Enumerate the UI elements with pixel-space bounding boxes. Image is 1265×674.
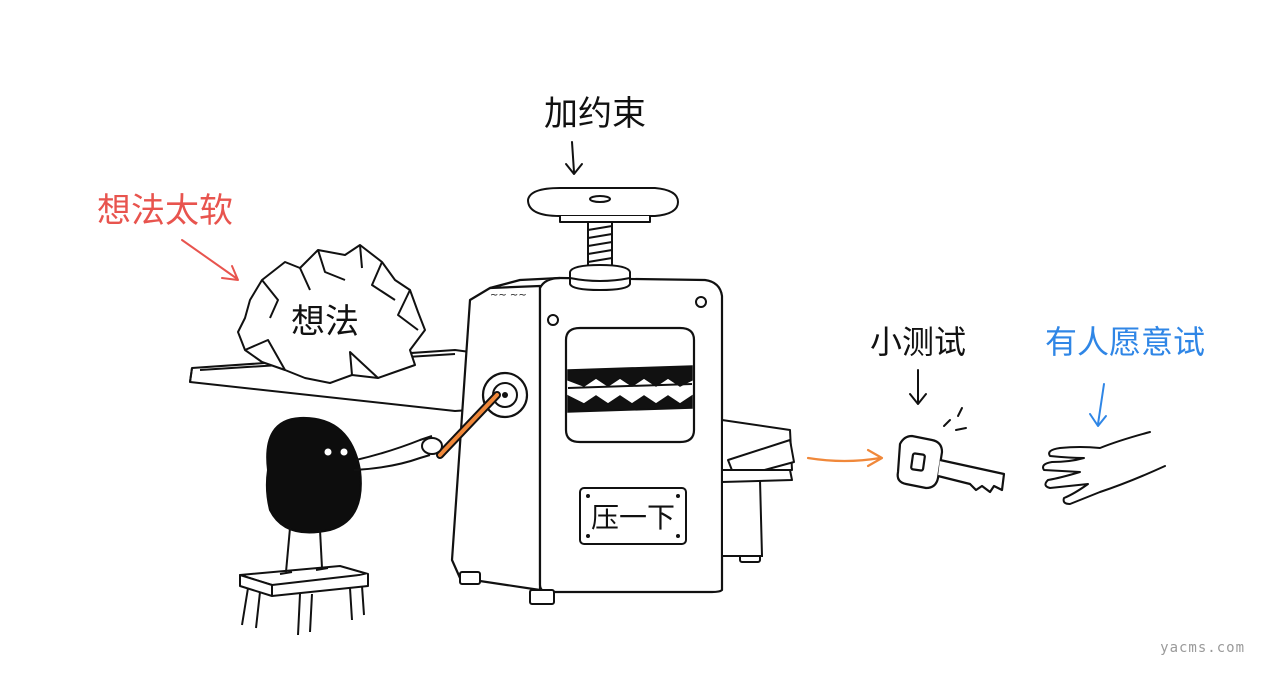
down-arrow-icon	[1089, 383, 1107, 427]
add-constraints-label: 加约束	[544, 94, 646, 134]
small-test-label: 小测试	[870, 323, 966, 361]
down-arrow-icon	[565, 141, 583, 175]
stool	[239, 565, 369, 636]
plate-rivet	[586, 494, 590, 498]
key-shine	[943, 407, 967, 431]
output-chute	[721, 419, 795, 483]
open-hand-icon	[1042, 431, 1166, 505]
someone-willing-label: 有人愿意试	[1045, 323, 1205, 361]
idea-too-soft-label: 想法太软	[97, 191, 233, 231]
machine-scribble: ~~ ~~	[490, 290, 527, 301]
diagonal-arrow-icon	[181, 239, 239, 281]
character-eye	[324, 448, 332, 456]
press-screw	[527, 187, 679, 291]
screw	[547, 314, 559, 326]
watermark: yacms.com	[1160, 640, 1245, 656]
screw	[695, 296, 707, 308]
character-eye	[340, 448, 348, 456]
press-jaws	[567, 365, 693, 413]
plate-rivet	[676, 534, 680, 538]
crank	[436, 371, 529, 459]
down-arrow-icon	[909, 369, 927, 405]
plate-rivet	[586, 534, 590, 538]
crumpled-idea-paper	[237, 244, 426, 384]
machine-side-block	[721, 479, 764, 557]
plate-rivet	[676, 494, 680, 498]
press-label: 压一下	[591, 501, 675, 534]
press-plate	[579, 487, 687, 545]
idea-label: 想法	[291, 302, 359, 342]
character-blob	[265, 416, 443, 575]
right-arrow-icon	[806, 448, 884, 468]
key-icon	[896, 434, 1006, 494]
